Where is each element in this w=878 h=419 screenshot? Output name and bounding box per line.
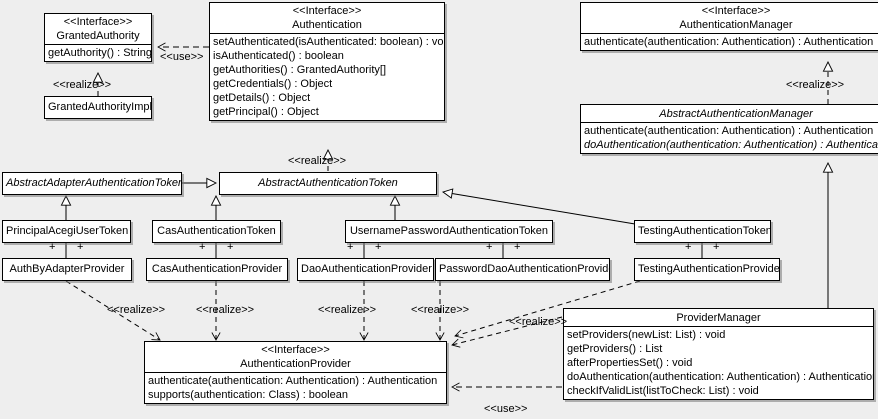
- operation-item: getProviders() : List: [567, 343, 663, 355]
- class-box-principal-acegi-user-token[interactable]: PrincipalAcegiUserToken: [2, 220, 131, 243]
- granted-authority-header: <<Interface>> GrantedAuthority: [45, 14, 151, 44]
- class-box-granted-authority[interactable]: <<Interface>> GrantedAuthority getAuthor…: [44, 13, 152, 62]
- operations-list: getAuthority() : String: [45, 45, 151, 61]
- edge-label-realize-cas-provider: <<realize>>: [196, 304, 255, 316]
- class-box-abstract-authentication-token[interactable]: AbstractAuthenticationToken: [219, 172, 437, 195]
- operations-list: authenticate(authentication: Authenticat…: [581, 123, 878, 153]
- class-name: AbstractAuthenticationManager: [659, 108, 813, 120]
- class-name: GrantedAuthority: [56, 30, 140, 42]
- operation-item: doAuthentication(authentication: Authent…: [584, 139, 878, 151]
- class-box-provider-manager[interactable]: ProviderManager setProviders(newList: Li…: [563, 308, 874, 400]
- operations-list: setAuthenticated(isAuthenticated: boolea…: [210, 34, 444, 120]
- operation-item: isAuthenticated() : boolean: [213, 50, 344, 62]
- class-box-abstract-authentication-manager[interactable]: AbstractAuthenticationManager authentica…: [580, 104, 878, 154]
- class-name: PasswordDaoAuthenticationProvider: [439, 263, 610, 275]
- stereotype-label: <<Interface>>: [63, 16, 133, 28]
- operation-item: getAuthority() : String: [48, 47, 152, 59]
- edge-label-use-granted-authority: <<use>>: [160, 51, 204, 63]
- operation-item: getAuthorities() : GrantedAuthority[]: [213, 64, 387, 76]
- class-box-cas-authentication-provider[interactable]: CasAuthenticationProvider: [146, 258, 288, 281]
- class-name: Authentication: [292, 19, 362, 31]
- edge-label-realize-granted-authority-impl: <<realize>>: [53, 79, 112, 91]
- edge-label-realize-testing-provider: <<realize>>: [509, 316, 568, 328]
- class-box-authentication-provider[interactable]: <<Interface>> AuthenticationProvider aut…: [144, 341, 447, 404]
- class-box-authentication-manager[interactable]: <<Interface>> AuthenticationManager auth…: [580, 2, 878, 51]
- edge-label-realize-dao-provider: <<realize>>: [318, 304, 377, 316]
- section-divider: [581, 33, 878, 34]
- class-name: AuthByAdapterProvider: [9, 263, 125, 275]
- class-name: AbstractAdapterAuthenticationToken: [6, 177, 182, 189]
- operation-item: getCredentials() : Object: [213, 78, 333, 90]
- class-box-cas-authentication-token[interactable]: CasAuthenticationToken: [152, 220, 281, 243]
- class-box-granted-authority-impl[interactable]: GrantedAuthorityImpl: [44, 96, 152, 119]
- class-name: GrantedAuthorityImpl: [48, 101, 152, 113]
- association-marker-plus: +: [713, 241, 720, 253]
- class-name: CasAuthenticationToken: [157, 225, 276, 237]
- operation-item: getPrincipal() : Object: [213, 106, 319, 118]
- association-marker-plus: +: [49, 241, 56, 253]
- authentication-manager-header: <<Interface>> AuthenticationManager: [581, 3, 878, 33]
- section-divider: [45, 44, 151, 45]
- abstract-authentication-manager-header: AbstractAuthenticationManager: [581, 105, 878, 122]
- authentication-header: <<Interface>> Authentication: [210, 3, 444, 33]
- operation-item: getDetails() : Object: [213, 92, 311, 104]
- association-marker-plus: +: [77, 241, 84, 253]
- stereotype-label: <<Interface>>: [261, 344, 330, 356]
- association-marker-plus: +: [347, 241, 354, 253]
- section-divider: [145, 372, 446, 373]
- association-marker-plus: +: [375, 241, 382, 253]
- class-box-abstract-adapter-authentication-token[interactable]: AbstractAdapterAuthenticationToken: [2, 172, 182, 195]
- class-box-auth-by-adapter-provider[interactable]: AuthByAdapterProvider: [2, 258, 132, 281]
- association-marker-plus: +: [227, 241, 234, 253]
- operation-item: setAuthenticated(isAuthenticated: boolea…: [213, 36, 445, 48]
- class-name: PrincipalAcegiUserToken: [6, 225, 129, 237]
- class-box-testing-authentication-token[interactable]: TestingAuthenticationToken: [634, 220, 771, 243]
- class-name: CasAuthenticationProvider: [151, 263, 283, 275]
- operation-item: doAuthentication(authentication: Authent…: [567, 371, 874, 383]
- class-name: UsernamePasswordAuthenticationToken: [349, 225, 549, 237]
- authentication-provider-header: <<Interface>> AuthenticationProvider: [145, 342, 446, 372]
- operations-list: authenticate(authentication: Authenticat…: [581, 34, 878, 50]
- class-name: DaoAuthenticationProvider: [301, 263, 432, 275]
- class-name: AbstractAuthenticationToken: [258, 177, 398, 189]
- operation-item: authenticate(authentication: Authenticat…: [148, 375, 438, 387]
- class-name: ProviderManager: [676, 312, 761, 324]
- association-marker-plus: +: [199, 241, 206, 253]
- operations-list: setProviders(newList: List) : void getPr…: [564, 327, 873, 399]
- edge-label-use-provider-manager: <<use>>: [484, 403, 528, 415]
- edge-label-realize-password-dao-provider: <<realize>>: [411, 304, 470, 316]
- class-name: AuthenticationManager: [679, 19, 793, 31]
- stereotype-label: <<Interface>>: [292, 5, 362, 17]
- operation-item: setProviders(newList: List) : void: [567, 329, 726, 341]
- operation-item: supports(authentication: Class) : boolea…: [148, 389, 348, 401]
- association-marker-plus: +: [514, 241, 521, 253]
- class-box-password-dao-authentication-provider[interactable]: PasswordDaoAuthenticationProvider: [435, 258, 610, 281]
- operations-list: authenticate(authentication: Authenticat…: [145, 373, 446, 403]
- edge-label-realize-auth-by-adapter: <<realize>>: [107, 304, 166, 316]
- class-name: TestingAuthenticationToken: [638, 225, 771, 237]
- class-box-testing-authentication-provider[interactable]: TestingAuthenticationProvider: [634, 258, 780, 281]
- edge-label-realize-abstract-authentication-manager: <<realize>>: [786, 79, 845, 91]
- section-divider: [210, 33, 444, 34]
- stereotype-label: <<Interface>>: [701, 5, 771, 17]
- association-marker-plus: +: [685, 241, 692, 253]
- section-divider: [564, 326, 873, 327]
- operation-item: authenticate(authentication: Authenticat…: [584, 36, 874, 48]
- class-box-authentication[interactable]: <<Interface>> Authentication setAuthenti…: [209, 2, 445, 121]
- operation-item: afterPropertiesSet() : void: [567, 357, 693, 369]
- class-name: TestingAuthenticationProvider: [638, 263, 780, 275]
- association-marker-plus: +: [486, 241, 493, 253]
- operation-item: checkIfValidList(listToCheck: List) : vo…: [567, 385, 759, 397]
- provider-manager-header: ProviderManager: [564, 309, 873, 326]
- class-box-dao-authentication-provider[interactable]: DaoAuthenticationProvider: [297, 258, 434, 281]
- operation-item: authenticate(authentication: Authenticat…: [584, 125, 874, 137]
- class-name: AuthenticationProvider: [240, 358, 351, 370]
- class-box-username-password-authentication-token[interactable]: UsernamePasswordAuthenticationToken: [345, 220, 553, 243]
- section-divider: [581, 122, 878, 123]
- edge-label-realize-abstract-authentication-token: <<realize>>: [288, 155, 347, 167]
